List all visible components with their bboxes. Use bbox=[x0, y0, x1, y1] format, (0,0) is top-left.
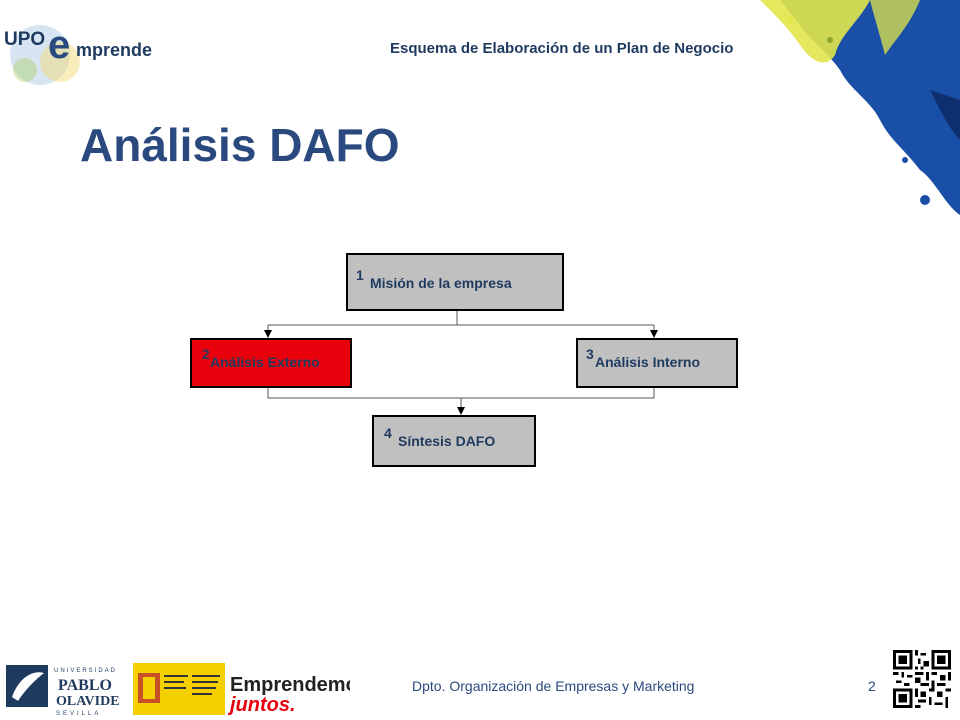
box-label: Síntesis DAFO bbox=[398, 433, 496, 449]
box-number: 3 bbox=[586, 346, 594, 362]
slide-title: Análisis DAFO bbox=[80, 119, 400, 171]
box-number: 4 bbox=[384, 425, 392, 441]
box-analisis-interno: 3 Análisis Interno bbox=[576, 338, 738, 388]
connector-bottom-horizontal bbox=[267, 388, 655, 399]
logo-letter-e: e bbox=[48, 23, 70, 67]
university-city: SEVILLA bbox=[56, 711, 101, 717]
arrowhead-sintesis bbox=[457, 407, 465, 415]
arrowhead-externo bbox=[264, 330, 272, 338]
university-label: UNIVERSIDAD bbox=[54, 668, 117, 674]
logo-text-emprende: mprende bbox=[76, 40, 152, 60]
box-number: 1 bbox=[356, 267, 364, 283]
paint-splash-decoration bbox=[760, 0, 960, 215]
logo-text-upo: UPO bbox=[4, 29, 45, 50]
campaign-text-2: juntos. bbox=[227, 694, 296, 716]
box-label: Misión de la empresa bbox=[370, 275, 512, 291]
campaign-text-1: Emprendemos bbox=[230, 674, 350, 696]
ministry-logo bbox=[133, 663, 225, 715]
box-mision-empresa: 1 Misión de la empresa bbox=[346, 253, 564, 311]
university-name-1: PABLO bbox=[58, 677, 112, 694]
footer-department: Dpto. Organización de Empresas y Marketi… bbox=[412, 678, 695, 694]
qr-code bbox=[893, 650, 951, 708]
box-label: Análisis Externo bbox=[210, 354, 320, 370]
header-title: Esquema de Elaboración de un Plan de Neg… bbox=[390, 40, 734, 57]
box-number: 2 bbox=[202, 346, 210, 362]
university-name-2: OLAVIDE bbox=[56, 694, 120, 709]
university-logo: UNIVERSIDAD PABLO OLAVIDE SEVILLA bbox=[6, 665, 120, 717]
emprendemos-juntos-logo: Emprendemos juntos. bbox=[227, 674, 350, 716]
page-number: 2 bbox=[868, 678, 876, 694]
box-analisis-externo: 2 Análisis Externo bbox=[190, 338, 352, 388]
footer-sponsor-logos: UNIVERSIDAD PABLO OLAVIDE SEVILLA Empren… bbox=[6, 663, 350, 717]
arrowhead-interno bbox=[650, 330, 658, 338]
box-label: Análisis Interno bbox=[595, 354, 701, 370]
upo-emprende-logo: UPO e mprende bbox=[4, 23, 152, 85]
box-sintesis-dafo: 4 Síntesis DAFO bbox=[372, 415, 536, 467]
